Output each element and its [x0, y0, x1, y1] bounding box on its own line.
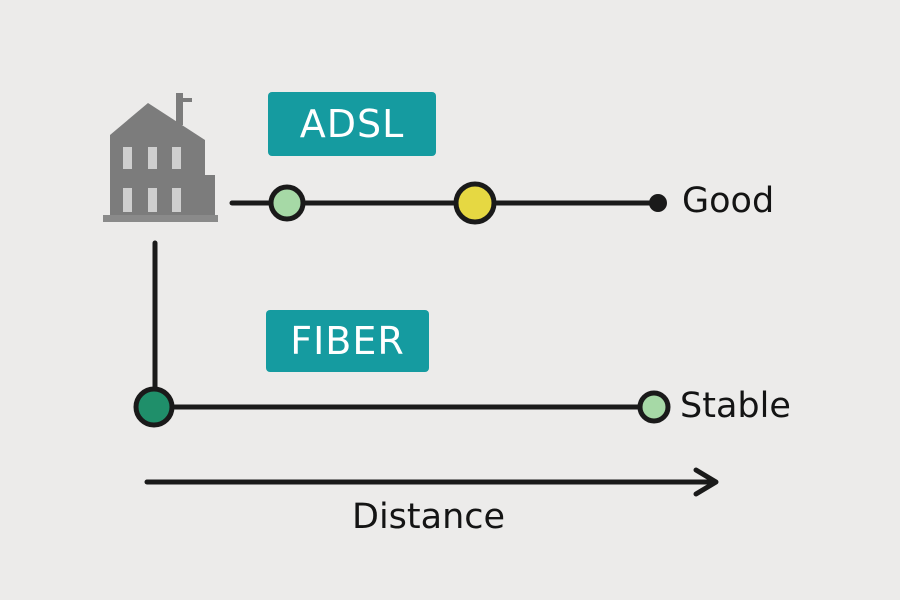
house-chimney-cap	[183, 98, 192, 102]
house-body	[110, 103, 215, 215]
adsl-node-yellow	[453, 181, 497, 225]
house-icon	[103, 93, 218, 222]
adsl-end-label: Good	[682, 181, 775, 221]
house-window	[148, 188, 157, 212]
house-base	[103, 215, 218, 222]
distance-axis-label: Distance	[352, 497, 506, 537]
house-window	[123, 188, 132, 212]
adsl-node-green	[268, 184, 306, 222]
house-windows	[123, 147, 181, 212]
house-window	[172, 147, 181, 169]
house-chimney	[176, 93, 183, 125]
fiber-tag: FIBER	[266, 310, 429, 372]
adsl-end-dot	[649, 194, 667, 212]
house-window	[172, 188, 181, 212]
fiber-end-label: Stable	[680, 386, 791, 426]
house-window	[123, 147, 132, 169]
distance-arrowhead	[693, 467, 719, 497]
adsl-tag: ADSL	[268, 92, 436, 156]
fiber-node-start	[133, 386, 175, 428]
house-window	[148, 147, 157, 169]
fiber-node-end	[637, 390, 671, 424]
